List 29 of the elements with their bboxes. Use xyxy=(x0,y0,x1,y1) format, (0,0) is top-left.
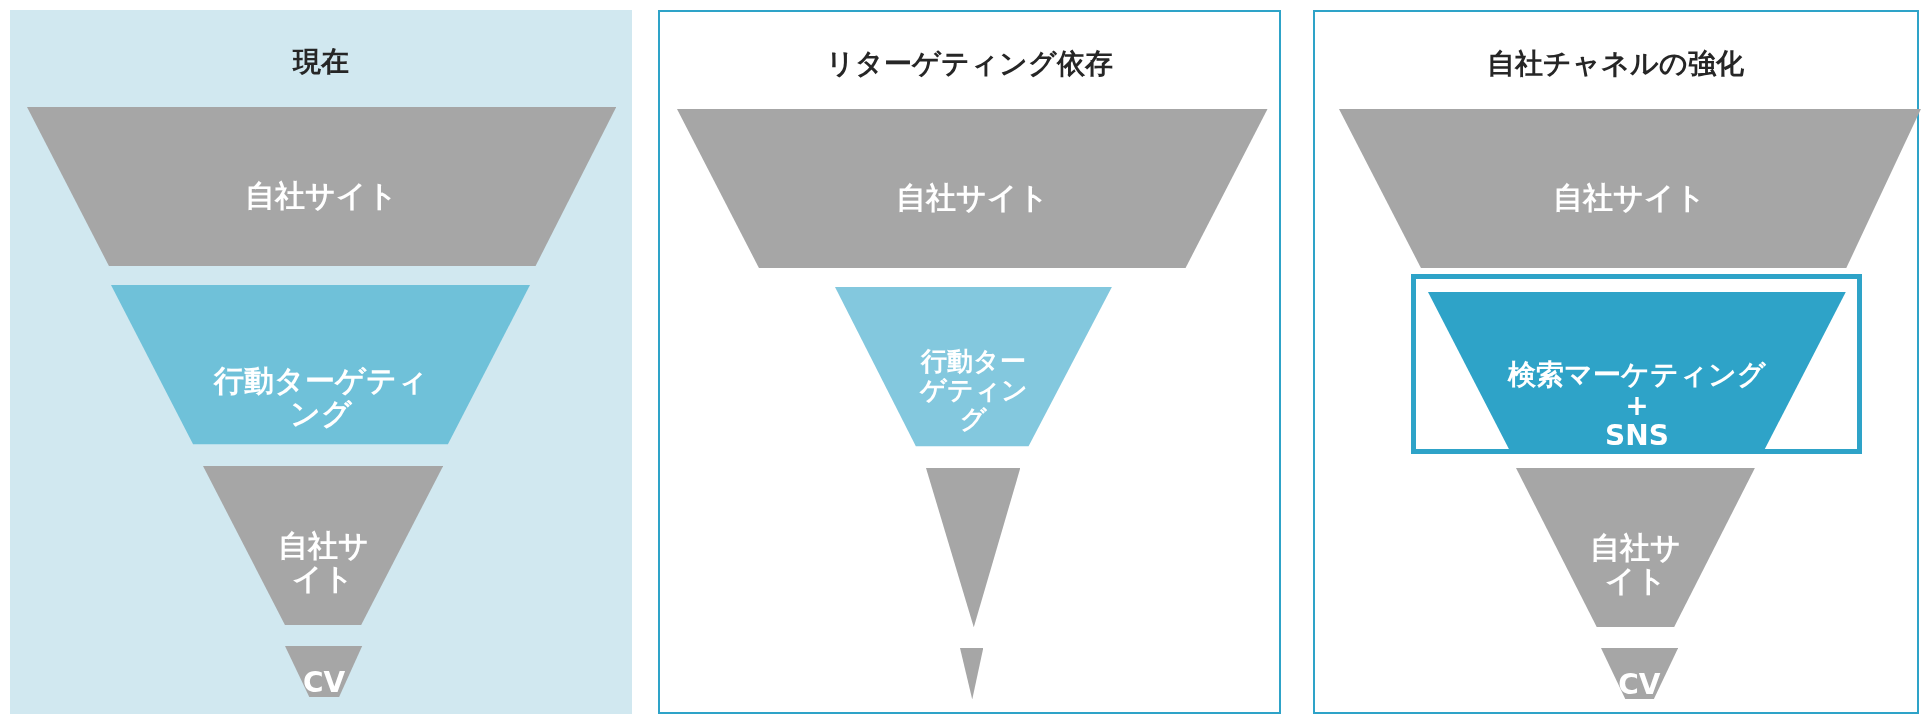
funnel-panel xyxy=(657,9,1282,715)
segment-label: 自社サイト xyxy=(1552,180,1708,214)
funnel-segment xyxy=(285,645,363,698)
segment-label: 検索マーケティング + SNS xyxy=(1506,359,1767,453)
segment-label: 行動ターゲティング xyxy=(212,363,429,430)
panel-title: 現在 xyxy=(291,46,350,78)
segment-label: 自社サイト xyxy=(276,529,370,596)
funnel-panel xyxy=(1313,9,1919,715)
funnel-segment xyxy=(835,287,1112,447)
funnel-segment xyxy=(1516,467,1756,627)
funnel-segment xyxy=(203,465,444,625)
highlight-frame xyxy=(1410,273,1862,455)
funnel-segment xyxy=(1428,292,1846,452)
panel-title: リターゲティング依存 xyxy=(825,48,1115,80)
funnel-triangle xyxy=(960,647,984,700)
segment-label: CV xyxy=(1617,669,1662,701)
funnel-segment xyxy=(677,108,1268,268)
funnel-segment xyxy=(1338,108,1921,268)
segment-label: 自社サイト xyxy=(1589,531,1683,598)
funnel-triangle xyxy=(925,467,1021,627)
panel-title: 自社チャネルの強化 xyxy=(1486,48,1746,80)
segment-label: 自社サイト xyxy=(244,178,400,212)
funnel-segment xyxy=(1600,647,1678,700)
segment-label: 行動ターゲティング xyxy=(918,347,1029,434)
funnel-panel xyxy=(9,9,633,715)
segment-label: CV xyxy=(301,667,347,699)
segment-label: 自社サイト xyxy=(894,180,1050,214)
funnel-segment xyxy=(26,106,617,266)
funnel-segment xyxy=(111,285,531,445)
